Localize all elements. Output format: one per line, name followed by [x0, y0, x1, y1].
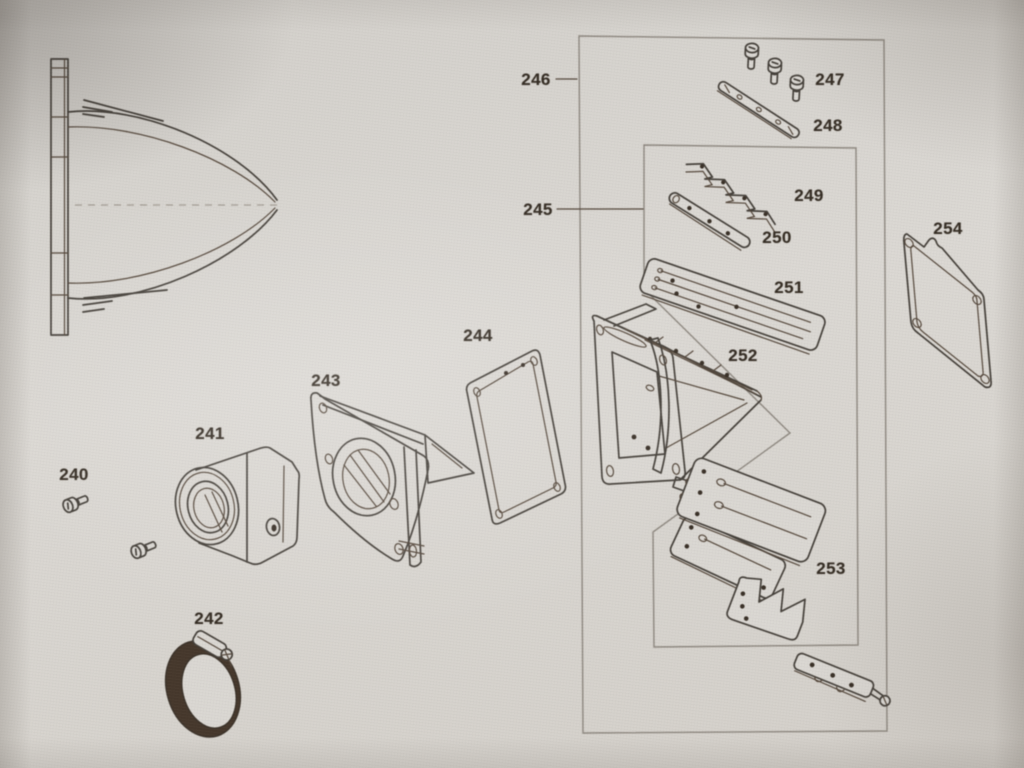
part-label-240: 240 — [59, 465, 89, 484]
part-label-254: 254 — [933, 219, 963, 238]
part-label-253: 253 — [816, 559, 846, 578]
part-248-plate — [716, 80, 800, 140]
part-label-251: 251 — [774, 278, 804, 297]
part-247-screws — [743, 42, 805, 103]
part-253-stopper — [726, 576, 806, 641]
part-254-gasket — [902, 233, 992, 389]
part-240-screws — [60, 491, 159, 561]
lower-reed-plate-a — [676, 457, 827, 567]
part-250-strip — [668, 192, 751, 251]
part-241-boot — [174, 446, 301, 566]
part-252-reed-cage — [591, 303, 763, 493]
part-label-247: 247 — [815, 70, 845, 89]
mounting-bar — [793, 652, 891, 707]
group-box-245 — [556, 144, 859, 648]
part-label-248: 248 — [813, 116, 843, 135]
part-251-reed-petals — [639, 258, 826, 355]
part-label-246: 246 — [521, 70, 551, 89]
funnel-side-view — [50, 58, 278, 336]
part-249-reed-stoppers — [685, 162, 776, 233]
part-label-242: 242 — [194, 609, 224, 628]
part-label-249: 249 — [794, 186, 824, 205]
part-243-manifold — [310, 392, 475, 568]
part-244-gasket — [465, 349, 567, 525]
part-label-241: 241 — [195, 424, 225, 443]
part-label-252: 252 — [728, 346, 758, 365]
part-label-243: 243 — [311, 371, 341, 390]
part-label-245: 245 — [523, 200, 553, 219]
part-label-250: 250 — [762, 228, 792, 247]
part-242-clamp — [164, 630, 242, 738]
part-label-244: 244 — [463, 326, 493, 345]
lower-reed-plate-b — [669, 516, 787, 603]
group-box-246 — [555, 35, 888, 734]
